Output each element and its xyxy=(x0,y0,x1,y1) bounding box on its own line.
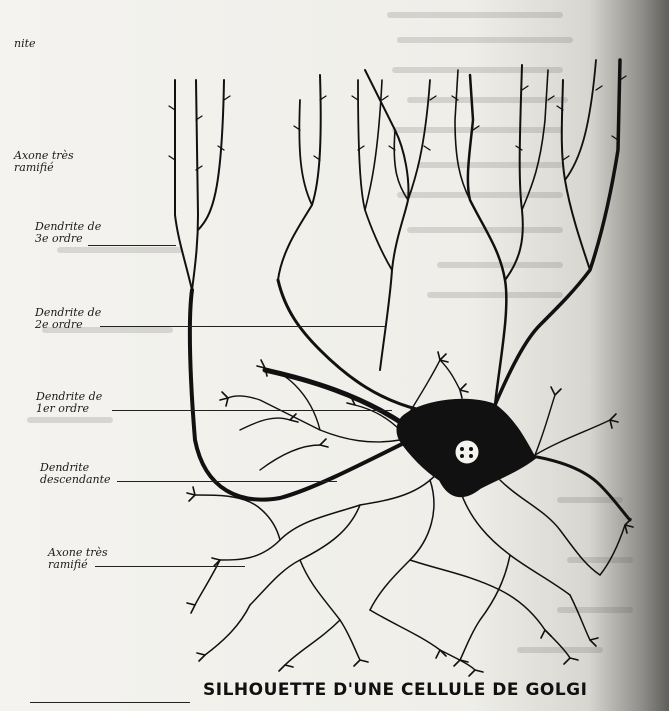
figure-title: SILHOUETTE D'UNE CELLULE DE GOLGI xyxy=(203,680,587,700)
label-dendrite-descendante: Dendrite descendante xyxy=(40,462,111,486)
primary-dendrite-right xyxy=(495,60,620,405)
label-axone-tres-ramifie-bottom: Axone très ramifié xyxy=(48,547,108,571)
leader-dendrite-2e-ordre xyxy=(100,326,385,327)
label-dendrite-3e-ordre: Dendrite de 3e ordre xyxy=(35,221,101,245)
label-dendrite-2e-ordre: Dendrite de 2e ordre xyxy=(35,307,101,331)
leader-dendrite-descendante xyxy=(117,481,337,482)
nucleus xyxy=(456,441,478,463)
label-fragment-top: nite xyxy=(14,38,36,50)
title-rule xyxy=(30,702,190,703)
label-dendrite-1er-ordre: Dendrite de 1er ordre xyxy=(36,391,102,415)
leader-axone-tres-ramifie-bottom xyxy=(95,566,245,567)
leader-dendrite-1er-ordre xyxy=(112,410,392,411)
label-axone-tres-ramifie-top: Axone très ramifié xyxy=(14,150,74,174)
leader-dendrite-3e-ordre xyxy=(88,245,176,246)
